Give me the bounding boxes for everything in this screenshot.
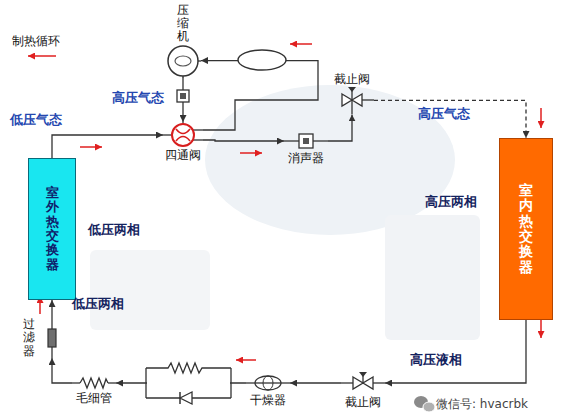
wechat-icon: [423, 402, 435, 412]
state-label: 高压两相: [425, 194, 477, 210]
state-label: 低压两相: [88, 222, 140, 238]
pipe-stub: [351, 100, 352, 114]
refrigerant-pipe: [328, 114, 352, 141]
muffler: 消声器: [284, 131, 328, 165]
branch-ground: [147, 372, 230, 394]
discharge-sensor: [177, 90, 189, 102]
filter: 过滤器: [23, 318, 63, 358]
component-label: 过滤器: [23, 318, 35, 358]
flow-arrow: [290, 43, 312, 45]
check-valve-symbol: [180, 392, 192, 404]
muffler-symbol: [284, 131, 328, 151]
pipe-stub: [51, 347, 52, 358]
refrigerant-pipe: [201, 61, 318, 130]
state-label: 高压液相: [410, 352, 462, 368]
refrigerant-pipe: [374, 100, 526, 138]
exchanger-label: 室外热交换器: [46, 186, 59, 272]
stop-valve-symbol: [341, 371, 385, 395]
component-label: 四通阀: [165, 148, 201, 162]
pipe-stub: [193, 139, 203, 140]
state-label: 高压气态: [418, 106, 470, 122]
refrigerant-pipe: [290, 382, 341, 383]
discharge-sensor-core: [180, 93, 186, 99]
drier-symbol: [246, 373, 290, 393]
drier: 干燥器: [246, 373, 290, 407]
muffler-body: [299, 134, 313, 148]
pipe-stub: [284, 140, 299, 141]
indoor-heat-exchanger: 室内热交换器: [499, 138, 553, 320]
connector-group: [52, 61, 526, 383]
capillary-coil: [80, 378, 108, 388]
capillary-symbol: [146, 363, 231, 373]
filter-symbol: [41, 318, 63, 358]
check-valve-bar: [179, 392, 181, 404]
four-way-valve-symbol: [163, 122, 203, 148]
flow-arrow: [240, 152, 262, 154]
accumulator: [238, 50, 286, 70]
flow-arrow: [540, 108, 542, 128]
valve-flow: [176, 129, 190, 141]
pipe-stub: [72, 382, 80, 383]
pipe-stub: [281, 382, 290, 383]
four-way-valve: 四通阀: [163, 122, 203, 162]
valve-body: [172, 124, 194, 146]
flow-arrow: [28, 55, 56, 57]
refrigerant-pipe: [51, 300, 52, 318]
background-shape: [205, 85, 455, 235]
component-label: 消声器: [288, 151, 324, 165]
pipe-stub: [313, 140, 328, 141]
pipe-stub: [246, 382, 255, 383]
pipe-stub: [108, 382, 116, 383]
pipe-stub: [362, 100, 374, 101]
stop-valve: 截止阀: [341, 371, 385, 409]
refrigerant-pipe: [52, 135, 163, 158]
state-label: 低压气态: [10, 112, 62, 128]
valve-body: [353, 377, 373, 389]
component-label: 截止阀: [345, 395, 381, 409]
capillary-tube-symbol: [72, 375, 116, 391]
valve-handle: [348, 87, 356, 92]
flow-arrow: [540, 318, 542, 338]
drier-grid: [255, 382, 281, 383]
diagram-title: 制热循环: [12, 34, 60, 48]
compressor: 压缩机: [165, 4, 201, 78]
compressor-symbol: [165, 44, 201, 78]
pipe-stub: [51, 318, 52, 329]
refrigerant-pipe: [52, 358, 72, 383]
component-label: 干燥器: [250, 393, 286, 407]
background-shape: [385, 215, 480, 340]
flow-arrow: [80, 146, 102, 148]
watermark: 微信号: hvacrbk: [436, 397, 528, 411]
state-label: 低压两相: [72, 296, 124, 312]
valve-handle: [359, 372, 367, 377]
capillary-tube: 毛细管: [72, 375, 116, 405]
pipe-stub: [163, 134, 172, 135]
filter-body: [48, 329, 56, 347]
pipe-stub: [193, 129, 203, 130]
muffler-core: [303, 138, 309, 144]
stop-valve: 截止阀: [330, 72, 374, 114]
background-shape: [90, 250, 210, 330]
pipe-stub: [373, 382, 385, 383]
drier-body: [255, 376, 281, 390]
valve-body: [342, 94, 362, 106]
component-label: 截止阀: [334, 72, 370, 86]
refrigerant-pipe: [385, 320, 526, 383]
compressor-rotor: [175, 56, 191, 66]
compressor-shell: [168, 46, 198, 76]
component-label: 毛细管: [76, 391, 112, 405]
exchanger-label: 室内热交换器: [519, 183, 533, 275]
stop-valve-symbol: [330, 86, 374, 114]
refrigerant-pipe: [203, 140, 284, 141]
flow-arrow: [236, 359, 256, 361]
outdoor-heat-exchanger: 室外热交换器: [28, 158, 76, 300]
pipe-stub: [341, 382, 353, 383]
state-label: 高压气态: [112, 90, 164, 106]
component-label: 压缩机: [177, 4, 189, 44]
